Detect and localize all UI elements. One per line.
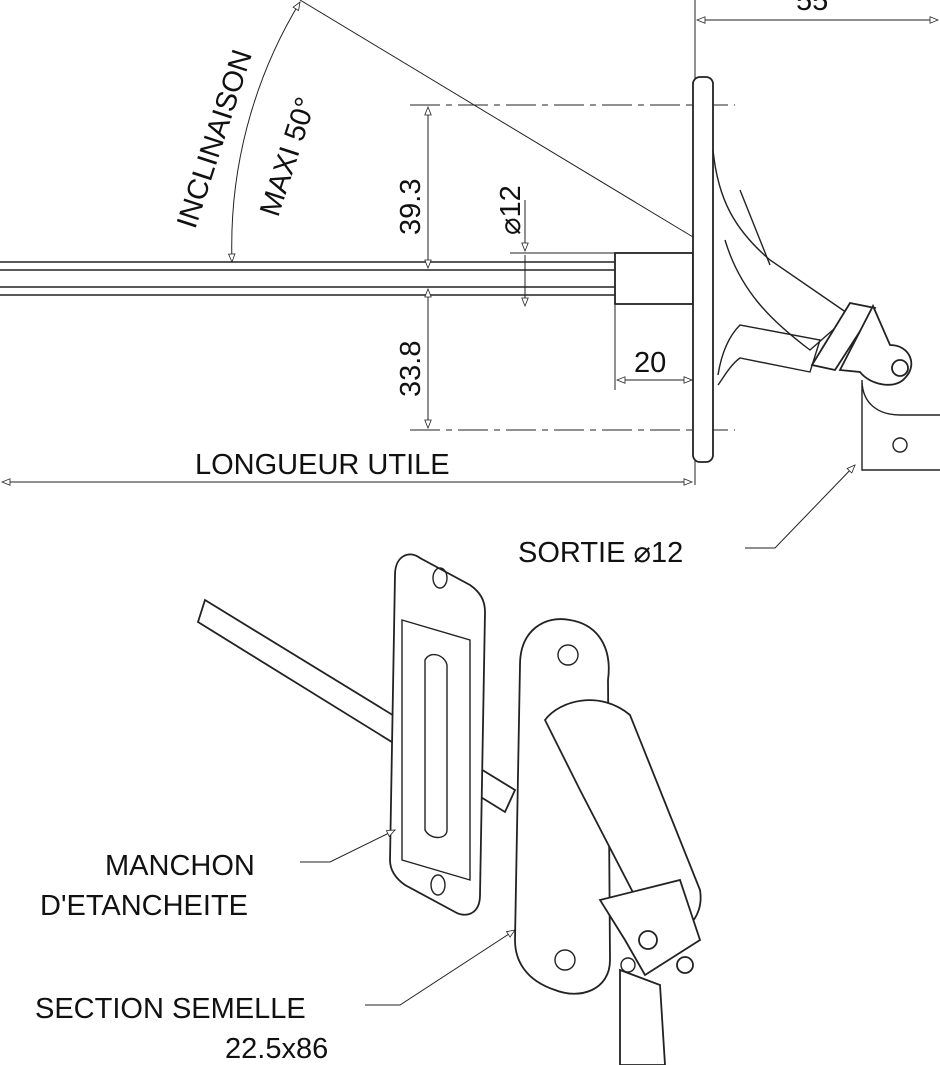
useful-length-label: LONGUEUR UTILE: [195, 449, 450, 481]
inclination-line: [299, 0, 694, 238]
output-leader: [745, 465, 855, 549]
collar: [614, 252, 694, 305]
dim-55: 55: [796, 0, 828, 17]
rod: [0, 252, 694, 305]
max-angle-label: MAXI 50°: [254, 93, 322, 220]
sole-label-line1: SECTION SEMELLE: [35, 993, 306, 1025]
inclination-arc: [232, 2, 300, 262]
dim-diameter-12: ⌀12: [495, 185, 527, 235]
sealing-sleeve: [389, 553, 486, 916]
sole-plate: [514, 618, 702, 1065]
sole-leader: [365, 930, 515, 1006]
sleeve-label-line2: D'ETANCHEITE: [40, 890, 248, 922]
mount-plate: [692, 76, 940, 471]
dim-39-3: 39.3: [395, 179, 427, 235]
sole-label-line2: 22.5x86: [225, 1033, 328, 1065]
dim-33-8: 33.8: [395, 341, 427, 397]
output-label: SORTIE ⌀12: [518, 537, 683, 569]
inclination-label: INCLINAISON: [171, 46, 259, 232]
sleeve-label-line1: MANCHON: [105, 850, 255, 882]
dim-20: 20: [634, 347, 666, 379]
side-view: 55 INCLINAISON MAXI 50° 39.3 33.8 ⌀12 20…: [0, 0, 940, 569]
isometric-view: MANCHON D'ETANCHEITE SECTION SEMELLE 22.…: [35, 553, 702, 1065]
sleeve-leader: [300, 830, 395, 863]
